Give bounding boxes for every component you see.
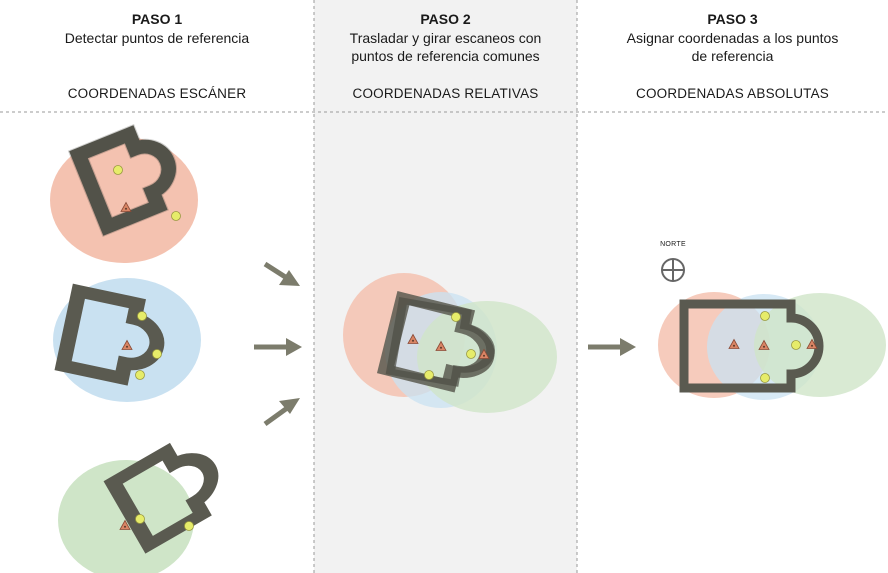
target-point (760, 373, 770, 383)
panel-2-background (314, 0, 577, 573)
step-1-coordinates: COORDENADAS ESCÁNER (67, 86, 247, 101)
relative-registration (343, 273, 557, 413)
target-point (135, 514, 145, 524)
step-2-coordinates: COORDENADAS RELATIVAS (352, 86, 539, 101)
step-1-title: PASO 1 (131, 11, 183, 27)
step-2-title: PASO 2 (420, 11, 471, 27)
target-point (424, 370, 434, 380)
compass-label: NORTE (660, 241, 686, 248)
target-point (137, 311, 147, 321)
step-3-description-line-2: de referencia (691, 48, 774, 64)
target-point (184, 521, 194, 531)
target-point (466, 349, 476, 359)
step-3-coordinates: COORDENADAS ABSOLUTAS (636, 86, 829, 101)
arrow-right-icon (588, 338, 636, 356)
step-2-description-line-1: Trasladar y girar escaneos con (349, 30, 542, 46)
scan-1 (50, 125, 198, 263)
step-3-title: PASO 3 (707, 11, 758, 27)
target-point (451, 312, 461, 322)
arrow-right-icon (254, 338, 302, 356)
target-point (152, 349, 162, 359)
target-point (791, 340, 801, 350)
step-2-description-line-2: puntos de referencia comunes (351, 48, 540, 64)
absolute-registration (658, 292, 886, 400)
scan-2 (53, 278, 201, 402)
target-point (760, 311, 770, 321)
target-point (171, 211, 181, 221)
step-3-description-line-1: Asignar coordenadas a los puntos (626, 30, 839, 46)
arrow-right-icon (263, 261, 300, 286)
target-point (113, 165, 123, 175)
scan-3 (58, 438, 227, 573)
target-point (135, 370, 145, 380)
arrow-right-icon (263, 398, 300, 427)
step-1-description: Detectar puntos de referencia (64, 30, 250, 46)
compass-north-icon (661, 258, 685, 282)
